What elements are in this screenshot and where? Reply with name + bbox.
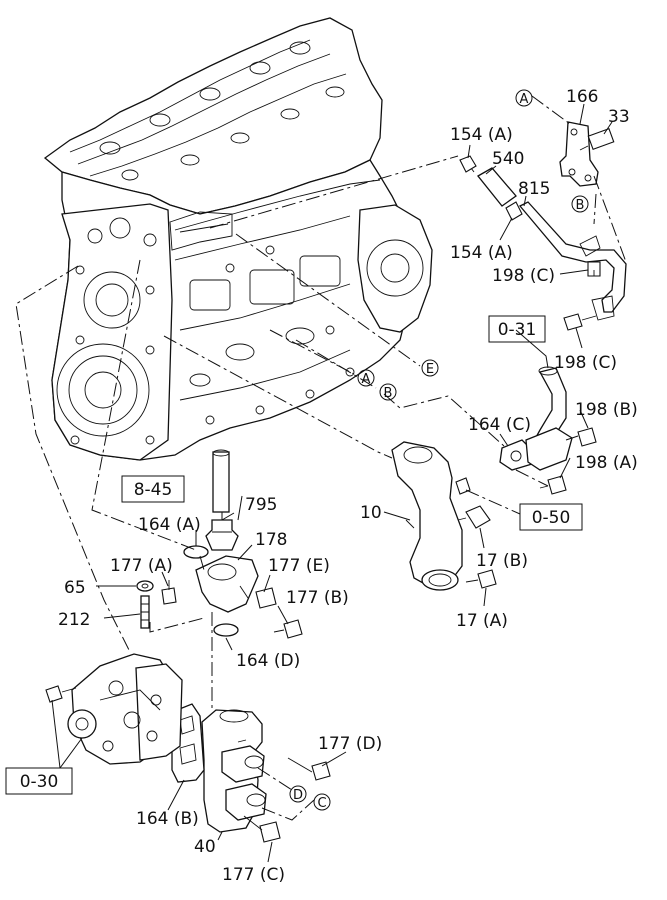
label-815: 815 (518, 179, 550, 199)
bolt-177e (255, 587, 277, 609)
marker-d-bottom: D (293, 788, 303, 803)
leader-lines (51, 103, 613, 863)
elbow-pipe-10 (391, 441, 463, 591)
clip-154a-top (459, 155, 477, 173)
label-198c-top: 198 (C) (492, 266, 555, 286)
label-164b: 164 (B) (136, 809, 199, 829)
sensor-rod-8-45 (212, 449, 230, 513)
label-164c: 164 (C) (468, 415, 531, 435)
bracket-166 (559, 121, 599, 187)
label-164a: 164 (A) (138, 515, 201, 535)
thermostat-housing-40 (201, 709, 267, 833)
label-164d: 164 (D) (236, 651, 300, 671)
label-17a: 17 (A) (456, 611, 508, 631)
ref-text-8-45: 8-45 (134, 480, 173, 500)
callout-labels: 154 (A) 540 166 33 815 154 (A) 198 (C) 1… (58, 87, 638, 885)
bolt-198c-bottom (563, 313, 597, 331)
clip-154a-bottom (505, 201, 523, 221)
label-198c-bottom: 198 (C) (554, 353, 617, 373)
label-10: 10 (360, 503, 382, 523)
circled-markers: A B A B E D C (289, 89, 589, 811)
marker-b-mid: B (384, 386, 393, 401)
o-ring-164a (183, 545, 209, 559)
marker-e-mid: E (426, 362, 434, 377)
label-198b: 198 (B) (575, 400, 638, 420)
label-166: 166 (566, 87, 598, 107)
ref-text-0-50: 0-50 (532, 508, 571, 528)
bolt-17b (457, 505, 491, 529)
label-178: 178 (255, 530, 287, 550)
bolt-198b (577, 427, 597, 447)
label-154a-top: 154 (A) (450, 125, 513, 145)
bolt-177a (161, 580, 177, 605)
label-65: 65 (64, 578, 86, 598)
water-pump (67, 653, 183, 765)
label-177b: 177 (B) (286, 588, 349, 608)
ref-box-0-31 (488, 315, 546, 343)
bolt-17a (465, 569, 497, 589)
flange-pipe (525, 427, 573, 471)
label-177a: 177 (A) (110, 556, 173, 576)
bolt-198c-top (587, 261, 601, 277)
bolt-198a (539, 475, 567, 495)
label-40: 40 (194, 837, 216, 857)
bolt-33 (579, 127, 615, 151)
reference-boxes: 0-31 8-45 0-50 0-30 (5, 315, 583, 795)
ref-box-0-50 (519, 503, 583, 531)
bolt-177b (273, 619, 303, 639)
ref-text-0-31: 0-31 (498, 320, 537, 340)
marker-a-mid: A (362, 372, 371, 387)
engine-block (43, 17, 433, 461)
washer-65 (136, 580, 154, 592)
marker-a-top: A (520, 92, 529, 107)
bolt-pump (45, 685, 77, 703)
label-212: 212 (58, 610, 90, 630)
pipe-815 (518, 201, 627, 321)
sensor-795 (205, 519, 239, 551)
stud-212 (140, 595, 150, 629)
label-154a-bottom: 154 (A) (450, 243, 513, 263)
label-795: 795 (245, 495, 277, 515)
bolt-177c (243, 815, 281, 843)
marker-b-right: B (576, 198, 585, 213)
label-540: 540 (492, 149, 524, 169)
o-ring-164d (213, 623, 239, 637)
hose-540 (467, 163, 517, 207)
washer-0-50 (455, 477, 471, 495)
label-198a: 198 (A) (575, 453, 638, 473)
label-177e: 177 (E) (268, 556, 330, 576)
ref-text-0-30: 0-30 (20, 772, 59, 792)
label-177c: 177 (C) (222, 865, 285, 885)
label-33: 33 (608, 107, 630, 127)
housing-178 (195, 555, 259, 613)
label-17b: 17 (B) (476, 551, 528, 571)
bolt-177d (287, 757, 331, 781)
marker-c-bottom: C (317, 796, 326, 811)
label-177d: 177 (D) (318, 734, 382, 754)
ref-box-0-30 (5, 767, 73, 795)
ref-box-8-45 (121, 475, 185, 503)
dashed-lines (15, 95, 627, 821)
